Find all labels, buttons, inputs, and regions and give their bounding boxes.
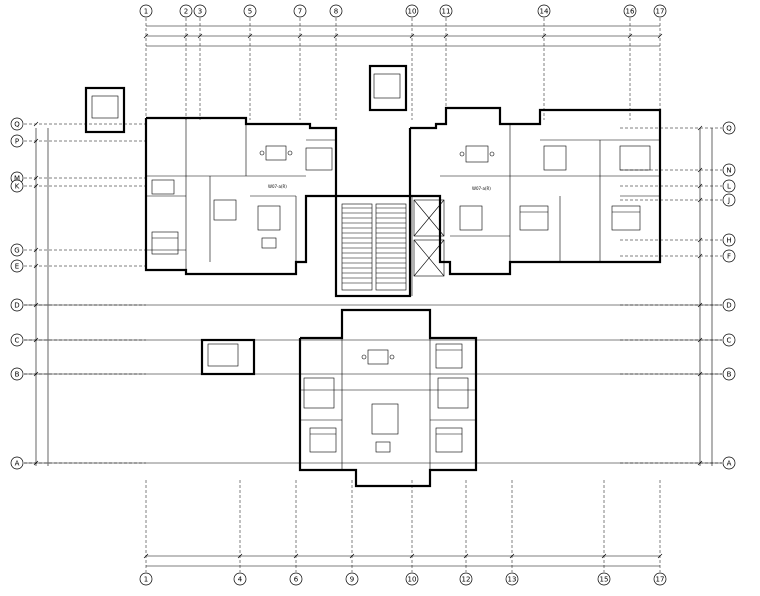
svg-text:N: N (726, 167, 731, 175)
axis-bubble-top: 11 (439, 4, 453, 18)
axis-bubble-left: C (10, 333, 24, 347)
axis-bubble-bottom: 13 (505, 572, 519, 586)
axis-bubble-left: E (10, 259, 24, 273)
svg-text:A: A (15, 460, 20, 468)
svg-text:16: 16 (626, 8, 635, 16)
svg-text:9: 9 (350, 576, 354, 584)
svg-text:1: 1 (144, 576, 148, 584)
exterior-walls (144, 106, 662, 488)
svg-text:4: 4 (238, 576, 243, 584)
dimension-ticks (33, 33, 703, 559)
sofa-icon (257, 205, 483, 453)
svg-text:10: 10 (408, 576, 417, 584)
axis-bubble-right: N (722, 163, 736, 177)
axis-bubble-top: 14 (537, 4, 551, 18)
svg-text:2: 2 (184, 8, 188, 16)
axis-bubble-bottom: 12 (459, 572, 473, 586)
axis-bubble-left: D (10, 298, 24, 312)
axis-bubble-bottom: 1 (139, 572, 153, 586)
axis-bubble-bottom: 17 (653, 572, 667, 586)
svg-text:B: B (15, 371, 20, 379)
axis-bubble-bottom: 4 (233, 572, 247, 586)
svg-text:E: E (15, 263, 19, 271)
svg-text:K: K (15, 183, 20, 191)
svg-text:5: 5 (248, 8, 252, 16)
axis-bubble-top: 3 (193, 4, 207, 18)
axis-bubble-bottom: 10 (405, 572, 419, 586)
axis-bubble-top: 10 (405, 4, 419, 18)
side-dimension-chains (35, 128, 713, 466)
toilet-icon (151, 145, 651, 409)
svg-text:11: 11 (442, 8, 451, 16)
axis-bubble-left: K (10, 179, 24, 193)
top-dimension-chain (146, 25, 660, 47)
axis-bubble-left: Q (10, 117, 24, 131)
bed-icon (151, 199, 641, 453)
svg-text:C: C (15, 337, 20, 345)
unit-tag: W07-a(R) (472, 186, 491, 191)
axis-bubble-top: 16 (623, 4, 637, 18)
dining-table-icon (259, 145, 495, 365)
svg-text:D: D (726, 302, 731, 310)
axis-bubble-left: A (10, 456, 24, 470)
stair-icon (341, 203, 407, 291)
axis-bubble-right: L (722, 179, 736, 193)
unit-tags: W07-a(R) W07-a(R) (268, 184, 491, 191)
svg-text:3: 3 (198, 8, 202, 16)
svg-text:1: 1 (144, 8, 148, 16)
axis-bubble-bottom: 6 (289, 572, 303, 586)
svg-text:G: G (14, 247, 19, 255)
svg-text:D: D (14, 302, 19, 310)
axis-bubble-right: C (722, 333, 736, 347)
axis-bubble-bottom: 15 (597, 572, 611, 586)
svg-text:F: F (727, 253, 731, 261)
detail-inset (84, 64, 408, 376)
unit-tag: W07-a(R) (268, 184, 287, 189)
axis-bubble-left: P (10, 134, 24, 148)
svg-text:M: M (14, 175, 20, 183)
bottom-dimension-chain (146, 555, 660, 567)
axis-bubble-top: 1 (139, 4, 153, 18)
svg-text:7: 7 (298, 8, 302, 16)
axis-bubble-top: 17 (653, 4, 667, 18)
axis-bubble-right: J (722, 193, 736, 207)
svg-text:15: 15 (600, 576, 609, 584)
axis-bubble-top: 8 (329, 4, 343, 18)
axis-bubble-right: H (722, 233, 736, 247)
axis-bubble-right: B (722, 367, 736, 381)
svg-text:13: 13 (508, 576, 517, 584)
axis-bubble-right: F (722, 249, 736, 263)
svg-text:Q: Q (14, 121, 20, 129)
svg-text:10: 10 (408, 8, 417, 16)
svg-text:P: P (15, 138, 19, 146)
axis-bubble-top: 5 (243, 4, 257, 18)
svg-text:17: 17 (656, 8, 665, 16)
svg-text:H: H (726, 237, 731, 245)
svg-text:17: 17 (656, 576, 665, 584)
axis-bubble-right: D (722, 298, 736, 312)
axis-bubble-left: B (10, 367, 24, 381)
svg-text:Q: Q (726, 125, 732, 133)
axis-bubble-top: 7 (293, 4, 307, 18)
grid-lines (24, 18, 722, 572)
axis-bubble-right: Q (722, 121, 736, 135)
axis-bubble-left: G (10, 243, 24, 257)
svg-text:14: 14 (540, 8, 549, 16)
axis-bubble-top: 2 (179, 4, 193, 18)
svg-text:B: B (727, 371, 732, 379)
svg-text:C: C (727, 337, 732, 345)
axis-bubble-right: A (722, 456, 736, 470)
svg-text:8: 8 (334, 8, 338, 16)
axis-bubble-bottom: 9 (345, 572, 359, 586)
svg-text:L: L (727, 183, 731, 191)
svg-text:A: A (727, 460, 732, 468)
svg-text:12: 12 (462, 576, 471, 584)
interior-walls (146, 118, 660, 470)
svg-text:J: J (727, 197, 730, 205)
svg-text:6: 6 (294, 576, 299, 584)
elevator-icon (413, 199, 445, 277)
